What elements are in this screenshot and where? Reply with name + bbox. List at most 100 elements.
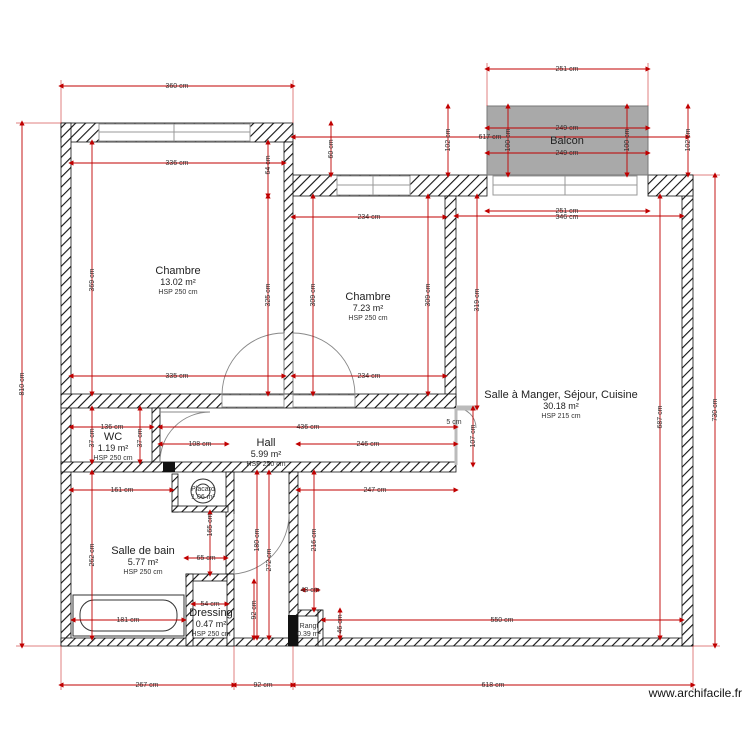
dim-436: 436 cm — [297, 424, 320, 431]
dim-v-272: 272 cm — [266, 548, 273, 571]
dim-v-216: 216 cm — [311, 528, 318, 551]
dim-v-37b: 37 cm — [137, 428, 144, 447]
room-dressing-hsp: HSP 250 cm — [191, 631, 230, 638]
room-sdb-hsp: HSP 250 cm — [123, 569, 162, 576]
dim-v-687: 687 cm — [657, 405, 664, 428]
dim-v-730: 730 cm — [712, 398, 719, 421]
dim-108: 108 cm — [189, 441, 212, 448]
dim-v-325: 325 cm — [265, 283, 272, 306]
room-dressing-name: Dressing — [189, 607, 232, 619]
dim-v-165: 165 cm — [207, 513, 214, 536]
room-wc-hsp: HSP 250 cm — [93, 455, 132, 462]
post-2 — [288, 615, 298, 646]
dim-v-37a: 37 cm — [89, 428, 96, 447]
dim-top-251: 251 cm — [556, 66, 579, 73]
room-wc-name: WC — [104, 431, 122, 443]
dim-335: 335 cm — [166, 373, 189, 380]
wall-left — [60, 122, 72, 647]
dim-247: 247 cm — [364, 487, 387, 494]
room-hall-area: 5.99 m² — [251, 449, 282, 459]
dim-v-102b: 102 cm — [685, 128, 692, 151]
room-sejour-hsp: HSP 215 cm — [541, 413, 580, 420]
door-bed2 — [292, 332, 356, 396]
dim-v-319: 319 cm — [474, 288, 481, 311]
dim-v-180: 180 cm — [254, 528, 261, 551]
wall-dressing-right — [226, 573, 235, 647]
wall-top-right — [647, 174, 694, 197]
dim-v-369: 369 cm — [89, 268, 96, 291]
dim-65: 65 cm — [196, 555, 215, 562]
room-chambre2-hsp: HSP 250 cm — [348, 315, 387, 322]
dim-bottom-267: 267 cm — [136, 682, 159, 689]
wall-right — [681, 174, 694, 647]
dim-v-5: 5 cm — [446, 419, 461, 426]
wall-rangt-right — [317, 609, 324, 647]
dim-v-100b: 100 cm — [624, 128, 631, 151]
post-1 — [163, 462, 175, 472]
room-hall-name: Hall — [257, 437, 276, 449]
guide-lines — [16, 63, 720, 690]
dim-234b: 234 cm — [358, 373, 381, 380]
dim-v-92: 92 cm — [251, 600, 258, 619]
dim-v-810: 810 cm — [19, 372, 26, 395]
dim-v-100a: 100 cm — [505, 128, 512, 151]
dim-v-46: 46 cm — [337, 614, 344, 633]
dim-251b: 251 cm — [556, 208, 579, 215]
dimension-labels: 360 cm 251 cm 617 cm 249 cm 249 cm 336 c… — [19, 66, 719, 689]
room-placard-area: 1.06 m² — [191, 494, 215, 501]
windows — [98, 123, 638, 408]
dim-v-48: 48 cm — [300, 587, 319, 594]
room-hall-hsp: HSP 250 cm — [246, 461, 285, 468]
dim-v-309a: 309 cm — [310, 283, 317, 306]
room-placard-name: Placard — [191, 486, 215, 493]
dim-v-309b: 309 cm — [425, 283, 432, 306]
door-wc — [159, 411, 211, 463]
wall-bottom — [60, 637, 694, 647]
room-chambre2-area: 7.23 m² — [353, 303, 384, 313]
dim-top-360: 360 cm — [166, 83, 189, 90]
room-chambre1-hsp: HSP 250 cm — [158, 289, 197, 296]
watermark-text: www.archifacile.fr — [648, 686, 742, 700]
doors — [159, 332, 477, 575]
room-chambre1-name: Chambre — [155, 265, 200, 277]
dim-bottom-92: 92 cm — [253, 682, 272, 689]
dim-balcon-249a: 249 cm — [556, 125, 579, 132]
wall-bed2-living — [444, 195, 457, 409]
dim-balcon-249b: 249 cm — [556, 150, 579, 157]
dim-181: 181 cm — [117, 617, 140, 624]
room-sejour-name: Salle à Manger, Séjour, Cuisine — [484, 389, 637, 401]
room-wc-area: 1.19 m² — [98, 443, 129, 453]
dim-550: 550 cm — [491, 617, 514, 624]
dim-136: 136 cm — [101, 424, 124, 431]
dim-161: 161 cm — [111, 487, 134, 494]
walls — [60, 122, 694, 647]
door-bath — [233, 513, 290, 575]
wall-bath-right — [225, 471, 235, 575]
room-sejour-area: 30.18 m² — [543, 401, 579, 411]
room-dressing-area: 0.47 m² — [196, 619, 227, 629]
dim-v-107: 107 cm — [470, 424, 477, 447]
room-sdb-area: 5.77 m² — [128, 557, 159, 567]
room-chambre2-name: Chambre — [345, 291, 390, 303]
room-chambre1-area: 13.02 m² — [160, 277, 196, 287]
room-balcon-name: Balcon — [550, 135, 584, 147]
dim-v-60: 60 cm — [328, 139, 335, 158]
dim-346: 346 cm — [556, 214, 579, 221]
dim-v-64: 64 cm — [265, 155, 272, 174]
sink-drain — [195, 483, 211, 499]
dim-336: 336 cm — [166, 160, 189, 167]
dim-top-617: 617 cm — [479, 134, 502, 141]
wall-dressing-left — [185, 573, 194, 647]
room-rangt-name: Rangt — [300, 623, 319, 630]
dim-246: 246 cm — [357, 441, 380, 448]
dim-234a: 234 cm — [358, 214, 381, 221]
dim-54: 54 cm — [200, 601, 219, 608]
door-bed1 — [221, 332, 285, 396]
room-sdb-name: Salle de bain — [111, 545, 175, 557]
dim-bottom-618: 618 cm — [482, 682, 505, 689]
passage-under-bed1 — [221, 394, 285, 408]
wall-bed1-bed2 — [283, 141, 294, 399]
dimension-lines — [19, 66, 718, 688]
